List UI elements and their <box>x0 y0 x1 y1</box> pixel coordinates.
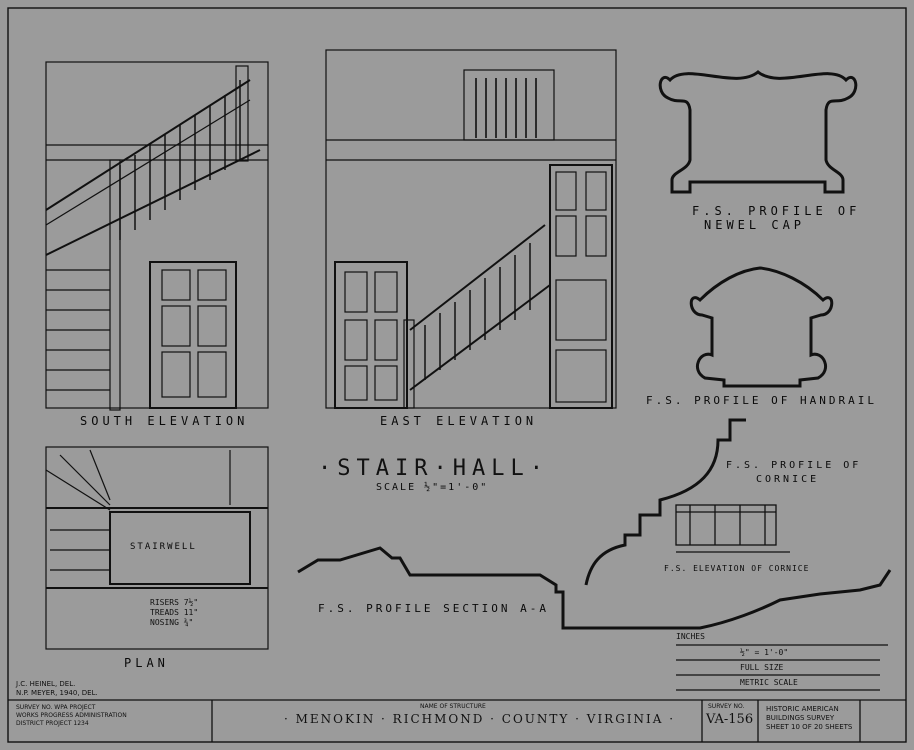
section-profile <box>297 546 892 630</box>
section-label: F.S. PROFILE SECTION A-A <box>318 602 549 615</box>
structure-caption: NAME OF STRUCTURE <box>420 703 486 710</box>
habs-2: BUILDINGS SURVEY <box>766 714 835 722</box>
scale-half-inch: ½" = 1'-0" <box>740 648 789 657</box>
sheet-title: ·STAIR·HALL· <box>318 456 549 481</box>
agency-2: WORKS PROGRESS ADMINISTRATION <box>16 712 127 719</box>
east-elevation-label: EAST ELEVATION <box>380 414 538 428</box>
south-elevation-label: SOUTH ELEVATION <box>80 414 249 428</box>
structure-name: · MENOKIN · RICHMOND · COUNTY · VIRGINIA… <box>284 712 676 726</box>
handrail-profile <box>689 266 834 388</box>
cornice-elevation-label: F.S. ELEVATION OF CORNICE <box>664 564 810 573</box>
cornice-label-1: F.S. PROFILE OF <box>726 460 862 471</box>
scale-metric: METRIC SCALE <box>740 678 798 687</box>
plan-dim-nosing: NOSING ¾" <box>150 618 194 627</box>
handrail-label: F.S. PROFILE OF HANDRAIL <box>646 394 877 407</box>
stairwell-label: STAIRWELL <box>130 542 197 552</box>
plan-dim-treads: TREADS 11" <box>150 608 199 617</box>
cornice-label-2: CORNICE <box>756 474 820 485</box>
habs-1: HISTORIC AMERICAN <box>766 705 839 713</box>
scale-bars <box>676 644 888 691</box>
south-elevation-drawing <box>45 61 269 411</box>
delineator-1: J.C. HEINEL, DEL. <box>16 680 76 688</box>
agency-3: DISTRICT PROJECT 1234 <box>16 720 89 727</box>
cornice-profile <box>584 418 746 586</box>
agency-1: SURVEY NO. WPA PROJECT <box>16 704 96 711</box>
newel-cap-label-1: F.S. PROFILE OF <box>692 204 861 218</box>
survey-label: SURVEY NO. <box>708 703 745 710</box>
newel-cap-label-2: NEWEL CAP <box>704 218 806 232</box>
east-elevation-drawing <box>325 49 617 409</box>
scale-inches: INCHES <box>676 632 705 641</box>
plan-dim-risers: RISERS 7½" <box>150 598 199 607</box>
survey-number: VA-156 <box>706 712 754 727</box>
title-block <box>8 699 906 742</box>
sheet-scale: SCALE ½"=1'-0" <box>376 482 489 493</box>
cornice-elevation-drawing <box>675 504 790 553</box>
plan-drawing <box>45 446 269 650</box>
sheet-border <box>7 7 907 743</box>
newel-cap-profile <box>658 70 858 194</box>
plan-label: PLAN <box>124 656 169 670</box>
habs-3: SHEET 10 OF 20 SHEETS <box>766 723 853 731</box>
delineator-2: N.P. MEYER, 1940, DEL. <box>16 689 98 697</box>
scale-full: FULL SIZE <box>740 663 784 672</box>
